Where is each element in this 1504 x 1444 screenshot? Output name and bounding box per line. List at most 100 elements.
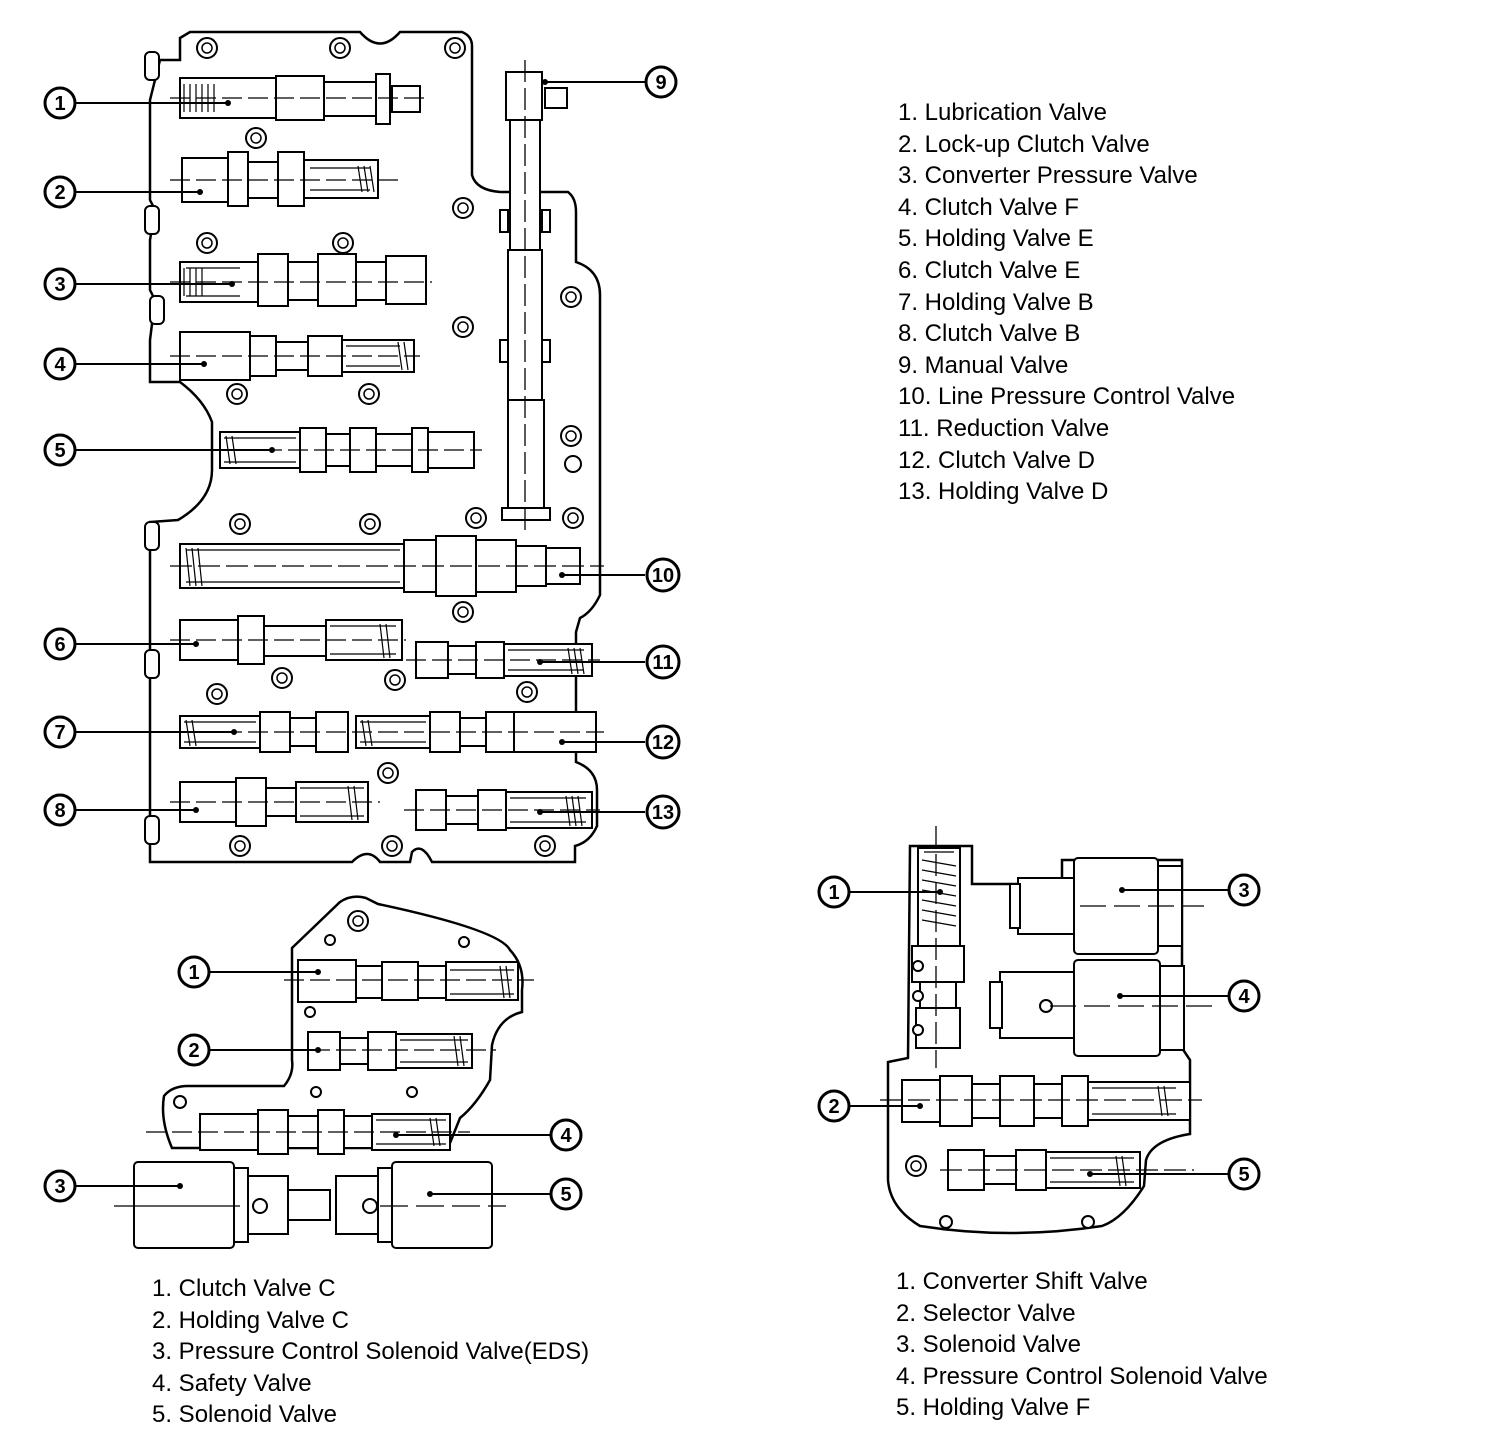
callout-main-5: 5: [43, 433, 77, 467]
svg-text:5: 5: [54, 440, 65, 462]
legend-item: 5. Holding Valve F: [896, 1394, 1091, 1422]
lock-up-clutch-valve: [170, 151, 400, 207]
legend-item: 1. Converter Shift Valve: [896, 1268, 1148, 1295]
svg-text:1: 1: [188, 962, 199, 984]
line-pressure-control-valve: [170, 535, 604, 597]
clutch-valve-d: [170, 711, 604, 753]
holding-valve-d: [404, 789, 600, 831]
converter-pressure-valve: [170, 253, 432, 307]
callout-main-7: 7: [43, 715, 77, 749]
svg-text:12: 12: [652, 732, 674, 754]
lubrication-valve: [170, 73, 430, 125]
callout-lowerright-3: 3: [1227, 873, 1261, 907]
callout-main-6: 6: [43, 627, 77, 661]
legend-item: 4. Clutch Valve F: [898, 193, 1079, 221]
legend-item: 2. Selector Valve: [896, 1299, 1076, 1327]
lower-left-body-outline: [161, 895, 524, 1150]
callout-lowerright-1: 1: [817, 875, 851, 909]
callout-lowerleft-5: 5: [549, 1177, 583, 1211]
callout-main-2: 2: [43, 175, 77, 209]
svg-text:11: 11: [652, 652, 673, 674]
legend-item: 2. Holding Valve C: [152, 1306, 349, 1334]
solenoid-valve-lower-left: [335, 1161, 506, 1249]
svg-text:3: 3: [54, 1176, 65, 1198]
legend-lower-left-valve-body: 1. Clutch Valve C 2. Holding Valve C 3. …: [152, 1273, 589, 1431]
callout-lowerleft-4: 4: [549, 1118, 583, 1152]
svg-text:4: 4: [1238, 986, 1250, 1008]
legend-item: 5. Holding Valve E: [898, 225, 1094, 253]
main-valve-body-outline: [148, 30, 602, 864]
svg-text:6: 6: [54, 634, 65, 656]
svg-text:13: 13: [652, 802, 674, 824]
legend-item: 1. Clutch Valve C: [152, 1275, 336, 1302]
clutch-valve-f: [170, 331, 420, 381]
callout-main-11: 11: [645, 644, 681, 680]
holding-valve-f: [940, 1149, 1194, 1191]
clutch-valve-c: [284, 959, 534, 1003]
callout-lowerright-5: 5: [1227, 1157, 1261, 1191]
legend-item: 5. Solenoid Valve: [152, 1401, 338, 1429]
svg-text:5: 5: [1238, 1164, 1249, 1186]
legend-item: 3. Converter Pressure Valve: [898, 162, 1198, 190]
legend-item: 6. Clutch Valve E: [898, 256, 1081, 284]
legend-item: 8. Clutch Valve B: [898, 320, 1081, 348]
legend-item: 10. Line Pressure Control Valve: [898, 383, 1236, 411]
legend-item: 12. Clutch Valve D: [898, 446, 1095, 474]
legend-item: 13. Holding Valve D: [898, 478, 1109, 506]
legend-item: 3. Pressure Control Solenoid Valve(EDS): [152, 1338, 590, 1366]
legend-item: 11. Reduction Valve: [898, 414, 1110, 442]
reduction-valve: [406, 641, 600, 679]
pressure-control-solenoid-valve-eds: [114, 1161, 331, 1249]
lower-right-bolts: [905, 960, 1095, 1229]
callout-main-1: 1: [43, 86, 77, 120]
svg-text:4: 4: [560, 1125, 572, 1147]
callout-lowerleft-2: 2: [177, 1033, 211, 1067]
legend-item: 7. Holding Valve B: [898, 288, 1094, 316]
clutch-valve-b: [170, 777, 380, 827]
callout-main-9: 9: [644, 65, 678, 99]
svg-text:4: 4: [54, 354, 66, 376]
svg-text:2: 2: [828, 1096, 839, 1118]
svg-text:10: 10: [652, 565, 674, 587]
callout-main-10: 10: [645, 557, 681, 593]
legend-item: 9. Manual Valve: [898, 351, 1069, 379]
safety-valve: [146, 1109, 470, 1155]
legend-item: 1. Lubrication Valve: [898, 99, 1108, 126]
legend-item: 2. Lock-up Clutch Valve: [898, 130, 1150, 158]
manual-valve: [499, 60, 568, 530]
svg-text:8: 8: [54, 800, 65, 822]
svg-text:3: 3: [1238, 880, 1249, 902]
svg-text:3: 3: [54, 274, 65, 296]
legend-item: 3. Solenoid Valve: [896, 1331, 1082, 1359]
svg-text:5: 5: [560, 1184, 571, 1206]
legend-item: 4. Pressure Control Solenoid Valve: [896, 1362, 1268, 1390]
callout-main-12: 12: [645, 724, 681, 760]
clutch-valve-e: [170, 615, 406, 665]
callout-lowerleft-1: 1: [177, 955, 211, 989]
svg-text:1: 1: [54, 93, 65, 115]
legend-lower-right-valve-body: 1. Converter Shift Valve 2. Selector Val…: [896, 1266, 1268, 1424]
svg-text:9: 9: [655, 72, 666, 94]
main-leader-lines: [76, 79, 645, 815]
holding-valve-c: [284, 1031, 496, 1071]
callout-main-3: 3: [43, 267, 77, 301]
lower-left-leader-lines: [76, 969, 550, 1197]
lower-left-bolts: [173, 910, 470, 1109]
solenoid-valve-lower-right: [1009, 857, 1204, 955]
callout-lowerleft-3: 3: [43, 1169, 77, 1203]
callout-main-13: 13: [645, 794, 681, 830]
svg-text:7: 7: [54, 722, 65, 744]
callout-main-8: 8: [43, 793, 77, 827]
main-body-bolts: [144, 37, 584, 857]
legend-main-valve-body: 1. Lubrication Valve 2. Lock-up Clutch V…: [898, 97, 1235, 508]
svg-text:1: 1: [828, 882, 839, 904]
converter-shift-valve: [911, 826, 965, 1068]
pressure-control-solenoid-valve: [989, 959, 1212, 1057]
selector-valve: [880, 1075, 1202, 1127]
legend-item: 4. Safety Valve: [152, 1369, 312, 1397]
lower-right-leader-lines: [850, 887, 1228, 1177]
svg-text:2: 2: [188, 1040, 199, 1062]
callout-lowerright-4: 4: [1227, 979, 1261, 1013]
callout-main-4: 4: [43, 347, 77, 381]
